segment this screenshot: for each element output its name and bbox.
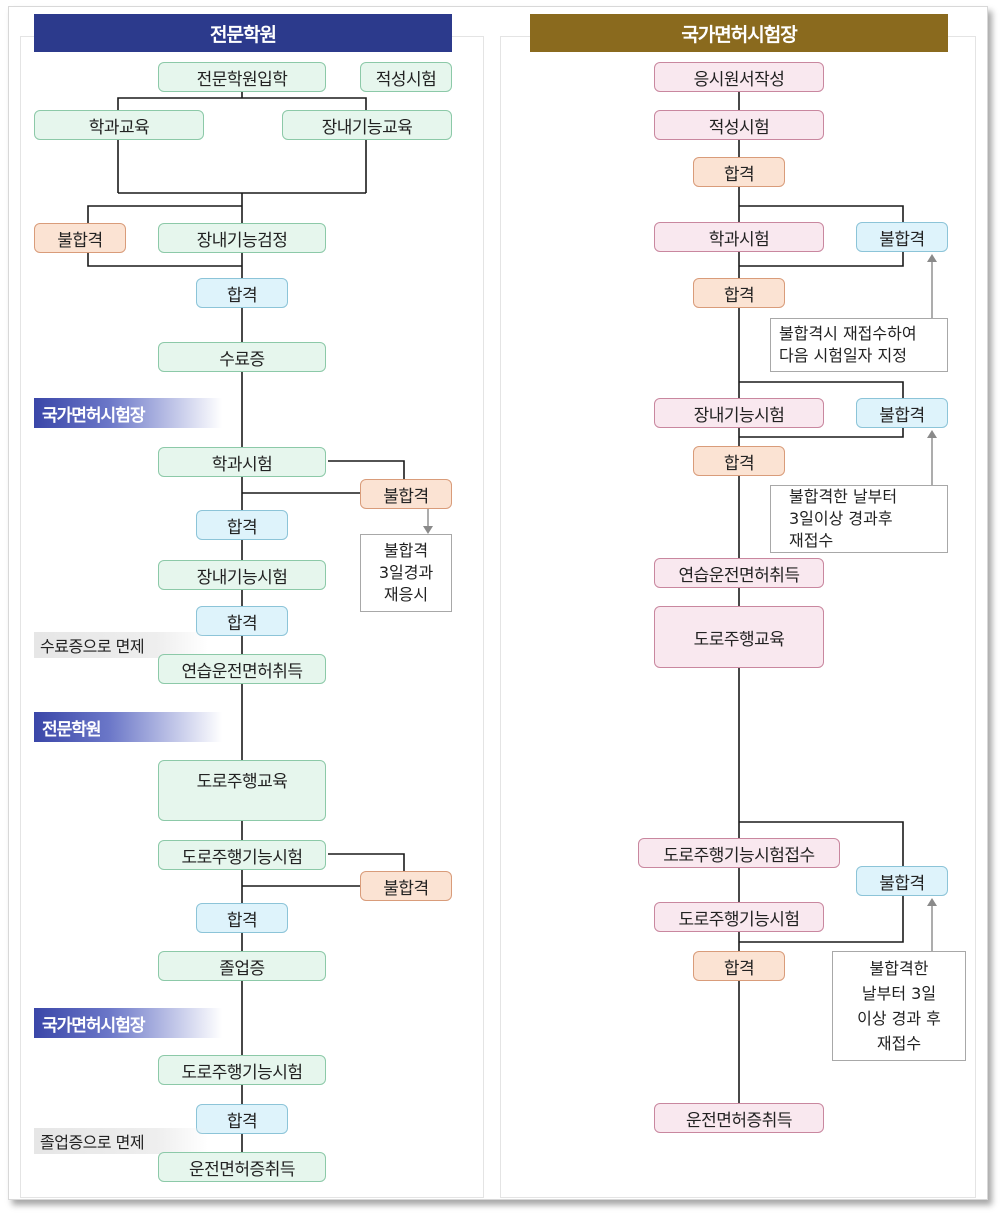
pass-box: 합격 — [196, 1104, 288, 1134]
fail-box: 불합격 — [360, 871, 452, 901]
reapply-note: 불합격한 날부터 3일이상 경과후 재접수 — [770, 485, 948, 553]
pass-box: 합격 — [196, 278, 288, 308]
certificate-box: 수료증 — [158, 342, 326, 372]
note-line: 불합격한 — [869, 959, 929, 978]
course-test-box: 장내기능시험 — [654, 398, 824, 428]
right-header: 국가면허시험장 — [530, 14, 948, 52]
pass-box: 합격 — [693, 951, 785, 981]
left-header: 전문학원 — [34, 14, 452, 52]
license-box: 운전면허증취득 — [158, 1152, 326, 1182]
graduation-box: 졸업증 — [158, 951, 326, 981]
note-line: 이상 경과 후 — [857, 1009, 941, 1028]
section-national-test-site: 국가면허시험장 — [34, 1008, 222, 1038]
section-national-test-site: 국가면허시험장 — [34, 398, 222, 428]
aptitude-test-box: 적성시험 — [360, 62, 452, 92]
course-test-box: 장내기능시험 — [158, 560, 326, 590]
road-education-box: 도로주행교육 — [654, 606, 824, 668]
note-line: 3일이상 경과후 — [789, 509, 893, 528]
note-line: 다음 시험일자 지정 — [779, 346, 907, 365]
note-line: 재접수 — [876, 1034, 922, 1053]
application-box: 응시원서작성 — [654, 62, 824, 92]
fail-box: 불합격 — [360, 479, 452, 509]
pass-box: 합격 — [196, 510, 288, 540]
pass-box: 합격 — [196, 903, 288, 933]
pass-box: 합격 — [693, 278, 785, 308]
license-box: 운전면허증취득 — [654, 1103, 824, 1133]
road-test-box: 도로주행기능시험 — [654, 902, 824, 932]
pass-box: 합격 — [693, 446, 785, 476]
road-apply-box: 도로주행기능시험접수 — [638, 838, 840, 868]
theory-test-box: 학과시험 — [654, 222, 824, 252]
theory-test-box: 학과시험 — [158, 447, 326, 477]
note-line: 3일경과 — [378, 563, 434, 582]
academy-entry-box: 전문학원입학 — [158, 62, 326, 92]
road-education-box: 도로주행교육 — [158, 760, 326, 821]
theory-education-box: 학과교육 — [34, 110, 204, 140]
note-line: 재응시 — [383, 585, 429, 604]
fail-box: 불합격 — [856, 866, 948, 896]
learner-license-box: 연습운전면허취득 — [654, 558, 824, 588]
aptitude-test-box: 적성시험 — [654, 110, 824, 140]
course-education-box: 장내기능교육 — [282, 110, 452, 140]
course-check-box: 장내기능검정 — [158, 223, 326, 253]
pass-box: 합격 — [693, 157, 785, 187]
retest-note: 불합격 3일경과 재응시 — [360, 534, 452, 612]
fail-box: 불합격 — [856, 222, 948, 252]
reapply-note: 불합격한 날부터 3일 이상 경과 후 재접수 — [832, 951, 966, 1061]
fail-box: 불합격 — [34, 223, 126, 253]
note-line: 재접수 — [789, 531, 834, 550]
exemption-label: 졸업증으로 면제 — [34, 1128, 208, 1154]
section-academy: 전문학원 — [34, 712, 222, 742]
pass-box: 합격 — [196, 606, 288, 636]
note-line: 불합격시 재접수하여 — [779, 324, 917, 343]
exemption-label: 수료증으로 면제 — [34, 632, 208, 658]
road-test-box: 도로주행기능시험 — [158, 1055, 326, 1085]
learner-license-box: 연습운전면허취득 — [158, 654, 326, 684]
road-check-box: 도로주행기능시험 — [158, 840, 326, 870]
reapply-note: 불합격시 재접수하여 다음 시험일자 지정 — [770, 318, 948, 372]
note-line: 불합격 — [383, 541, 429, 560]
note-line: 불합격한 날부터 — [789, 487, 898, 506]
note-line: 날부터 3일 — [861, 984, 937, 1003]
fail-box: 불합격 — [856, 398, 948, 428]
